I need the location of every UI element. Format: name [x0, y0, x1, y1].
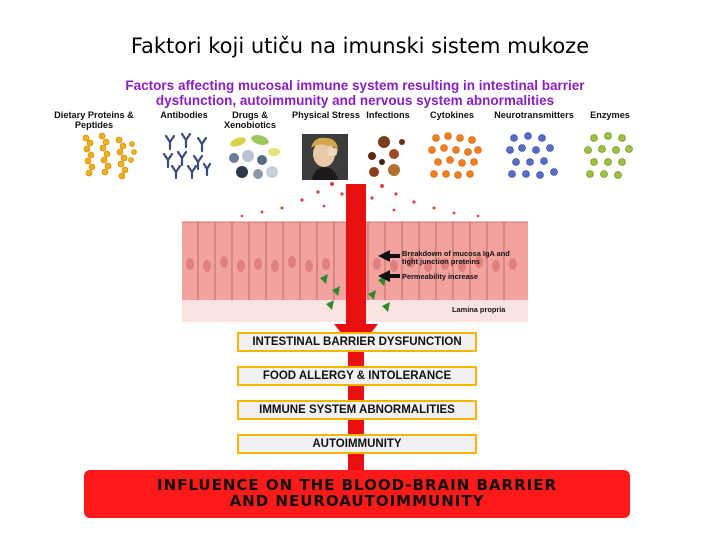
factor-enzymes-label: Enzymes [570, 110, 650, 120]
factor-neurotransmitters-label: Neurotransmitters [486, 110, 582, 120]
factor-drugs-label: Drugs & Xenobiotics [210, 110, 290, 130]
enzyme-icon [584, 132, 634, 182]
annotation-permeability: Permeability increase [402, 273, 482, 281]
figure-title-line1: Factors affecting mucosal immune system … [72, 78, 638, 93]
annotation-lamina-propria: Lamina propria [452, 306, 532, 314]
factor-dietary-label: Dietary Proteins & Peptides [54, 110, 134, 130]
figure-title: Factors affecting mucosal immune system … [72, 78, 638, 108]
cytokine-icon [428, 132, 482, 182]
outcome-barrier-dysfunction: INTESTINAL BARRIER DYSFUNCTION [237, 332, 477, 352]
factor-cytokines-label: Cytokines [412, 110, 492, 120]
annotation-breakdown: Breakdown of mucosa IgA and tight juncti… [402, 250, 522, 266]
final-outcome-line1: INFLUENCE ON THE BLOOD-BRAIN BARRIER [84, 477, 630, 493]
final-outcome-banner: INFLUENCE ON THE BLOOD-BRAIN BARRIER AND… [84, 470, 630, 518]
antibody-icon [160, 132, 212, 180]
outcome-autoimmunity: AUTOIMMUNITY [237, 434, 477, 454]
outcome-immune-abnormalities: IMMUNE SYSTEM ABNORMALITIES [237, 400, 477, 420]
final-outcome-line2: AND NEUROAUTOIMMUNITY [84, 493, 630, 509]
immune-factors-diagram: Factors affecting mucosal immune system … [72, 74, 638, 524]
peptide-chain-icon [78, 132, 138, 180]
outcome-food-allergy: FOOD ALLERGY & INTOLERANCE [237, 366, 477, 386]
microbe-icon [362, 132, 408, 182]
stressed-person-icon [302, 134, 348, 180]
pills-icon [224, 132, 284, 182]
slide-title: Faktori koji utiču na imunski sistem muk… [0, 34, 720, 58]
figure-title-line2: dysfunction, autoimmunity and nervous sy… [72, 93, 638, 108]
neurotransmitter-icon [506, 132, 560, 182]
